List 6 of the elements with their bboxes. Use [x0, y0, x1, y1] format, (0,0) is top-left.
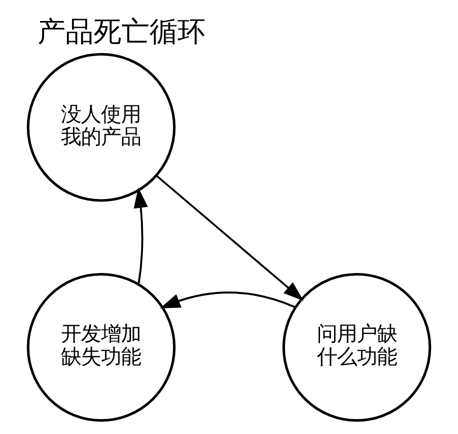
diagram-title: 产品死亡循环 — [38, 15, 206, 48]
arrow — [160, 292, 296, 308]
node-circle: 没人使用我的产品 — [26, 52, 176, 202]
node-circle: 开发增加缺失功能 — [26, 272, 176, 422]
arrow — [134, 187, 148, 284]
arrow — [156, 175, 304, 301]
